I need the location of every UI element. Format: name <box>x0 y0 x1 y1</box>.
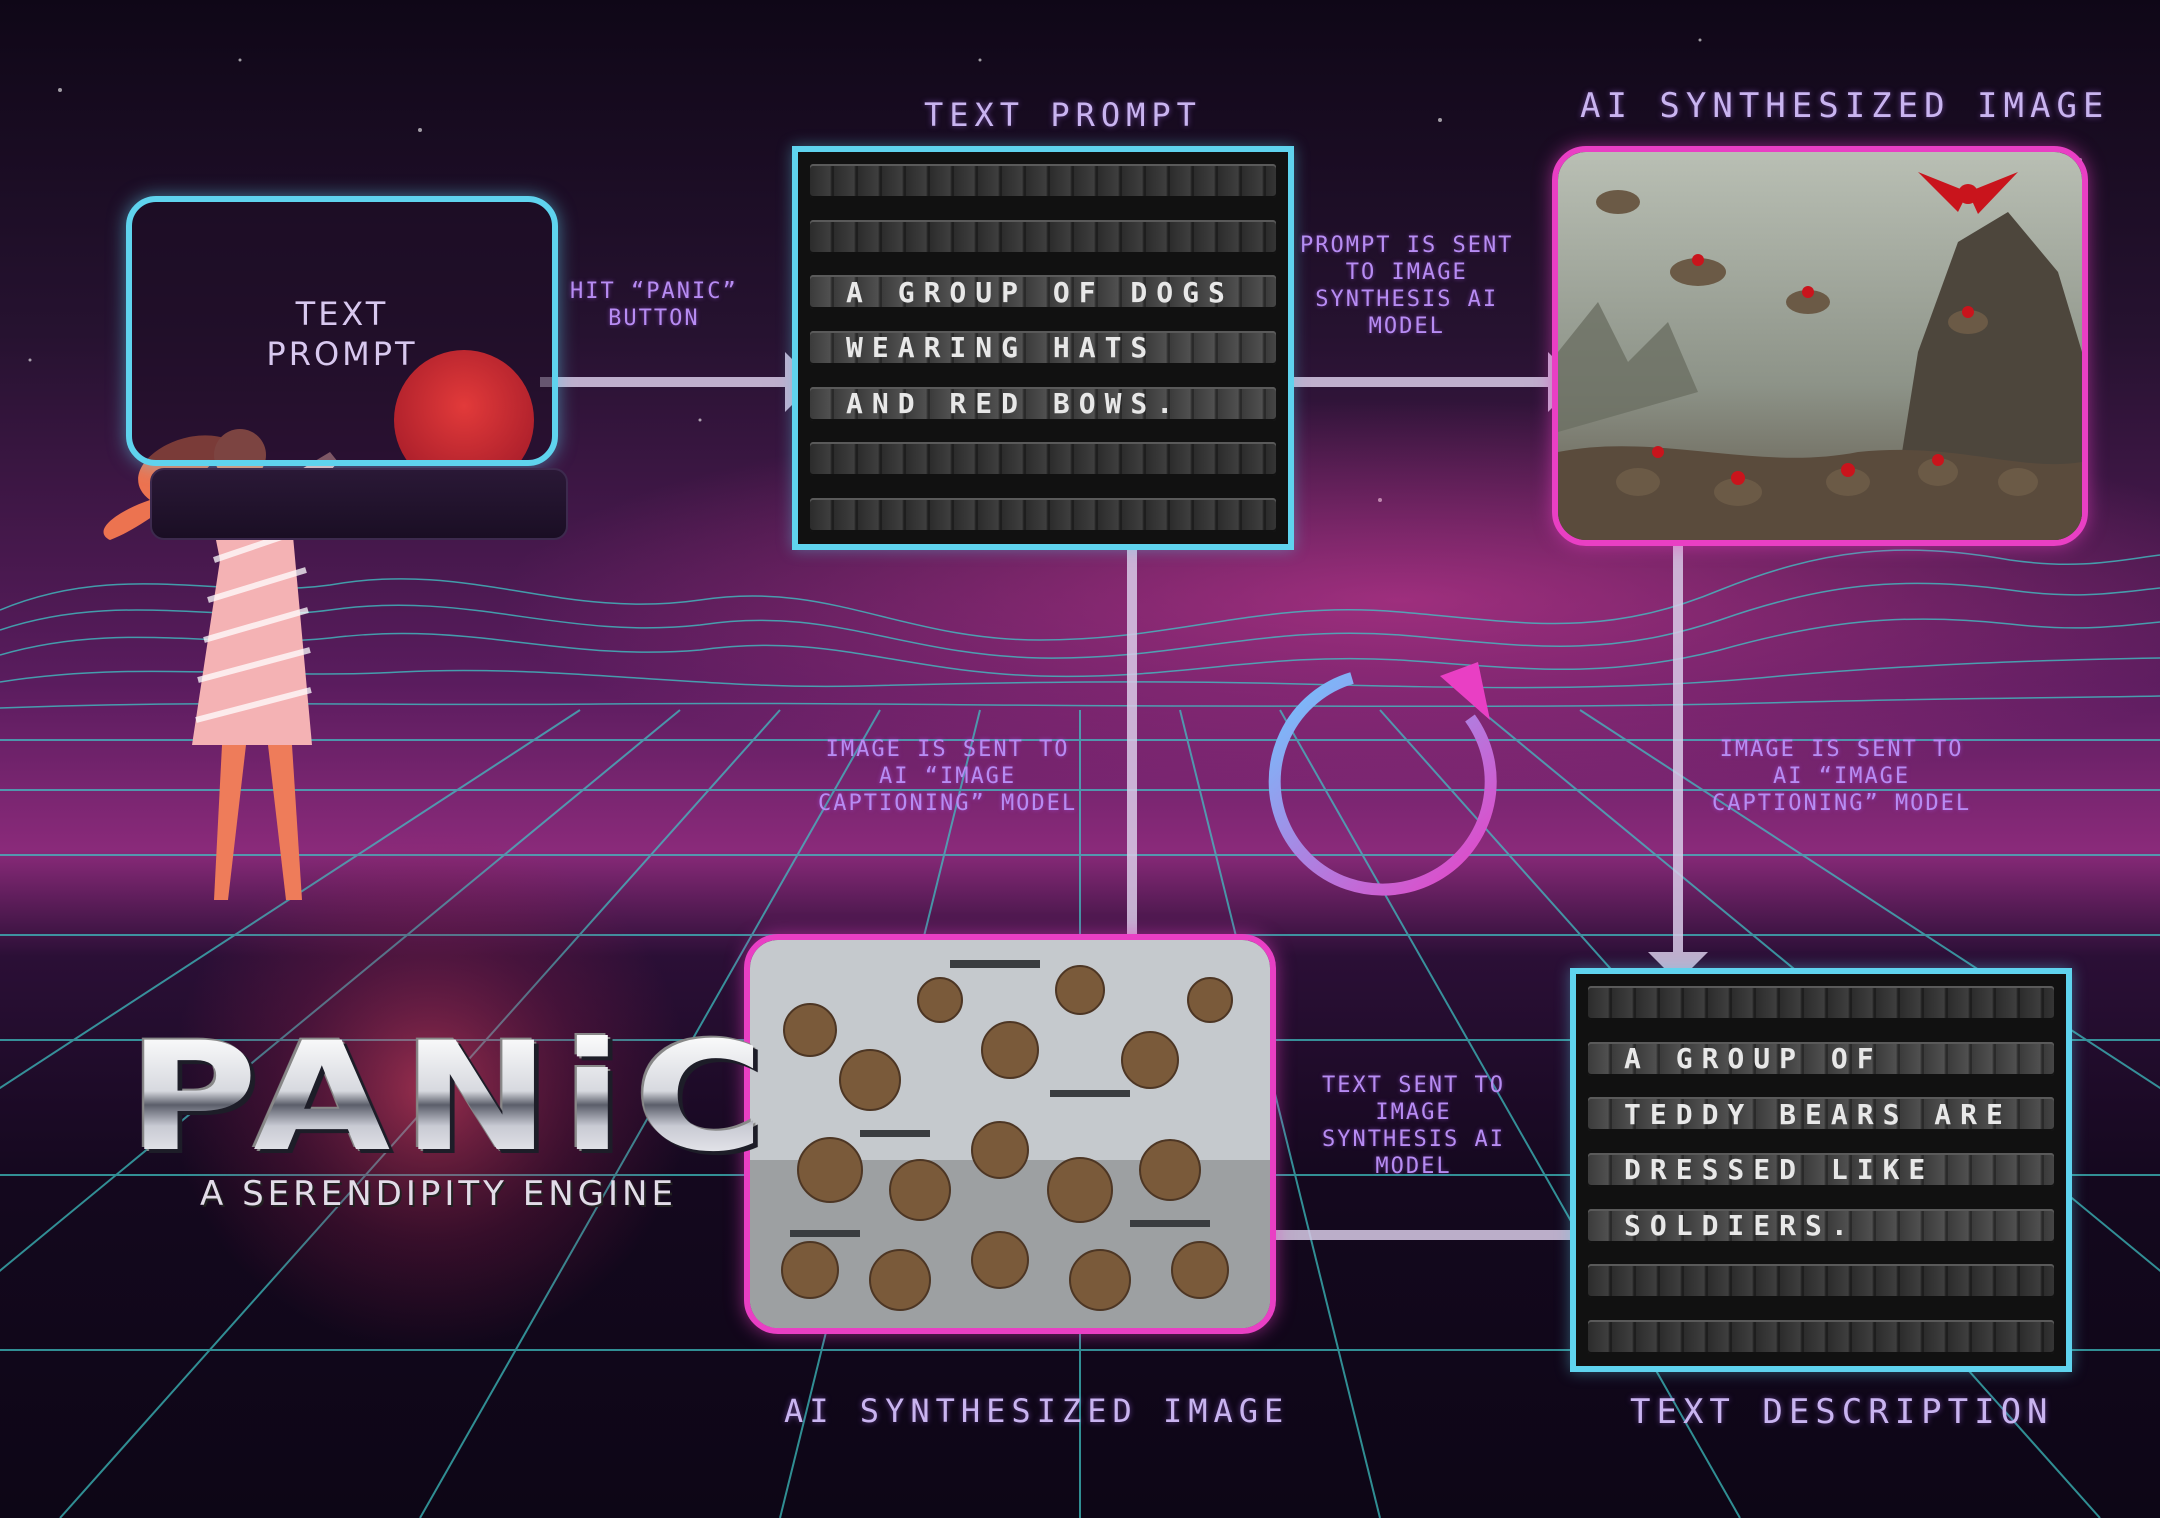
ai-image-bottom-title: AI SYNTHESIZED IMAGE <box>784 1392 1290 1430</box>
board-row: A GROUP OF DOGS <box>810 275 1276 310</box>
board-row: DRESSED LIKE <box>1588 1152 2054 1187</box>
ai-image-top-title: AI SYNTHESIZED IMAGE <box>1580 86 2110 126</box>
note-hit-panic: HIT “PANIC”BUTTON <box>570 279 738 331</box>
board-row: TEDDY BEARS ARE <box>1588 1097 2054 1132</box>
ai-image-dogs <box>1552 146 2088 546</box>
board-row: SOLDIERS. <box>1588 1208 2054 1243</box>
text-prompt-board: A GROUP OF DOGS WEARING HATS AND RED BOW… <box>792 146 1294 550</box>
board-row <box>810 164 1276 198</box>
board-row: A GROUP OF <box>1588 1041 2054 1076</box>
board-row: WEARING HATS <box>810 330 1276 365</box>
sun-decoration <box>394 350 534 460</box>
board-row <box>810 219 1276 254</box>
board-row <box>1588 986 2054 1020</box>
text-description-board: A GROUP OF TEDDY BEARS ARE DRESSED LIKE … <box>1570 968 2072 1372</box>
logo-tagline: A SERENDIPITY ENGINE <box>200 1174 677 1214</box>
console-base <box>150 468 568 540</box>
board-row <box>1588 1264 2054 1299</box>
text-prompt-title: TEXT PROMPT <box>924 96 1202 134</box>
panic-logo: PANiC <box>128 1011 777 1185</box>
ai-image-teddy-bears <box>744 934 1276 1334</box>
input-screen-label: TEXT PROMPT <box>266 295 418 373</box>
wireframe-mountains <box>0 549 2160 709</box>
cycle-icon <box>1268 662 1497 896</box>
text-description-title: TEXT DESCRIPTION <box>1630 1392 2054 1432</box>
board-row <box>810 442 1276 477</box>
text-prompt-screen: TEXT PROMPT <box>126 196 558 466</box>
board-row <box>810 497 1276 532</box>
board-row: AND RED BOWS. <box>810 386 1276 421</box>
board-row <box>1588 1319 2054 1354</box>
